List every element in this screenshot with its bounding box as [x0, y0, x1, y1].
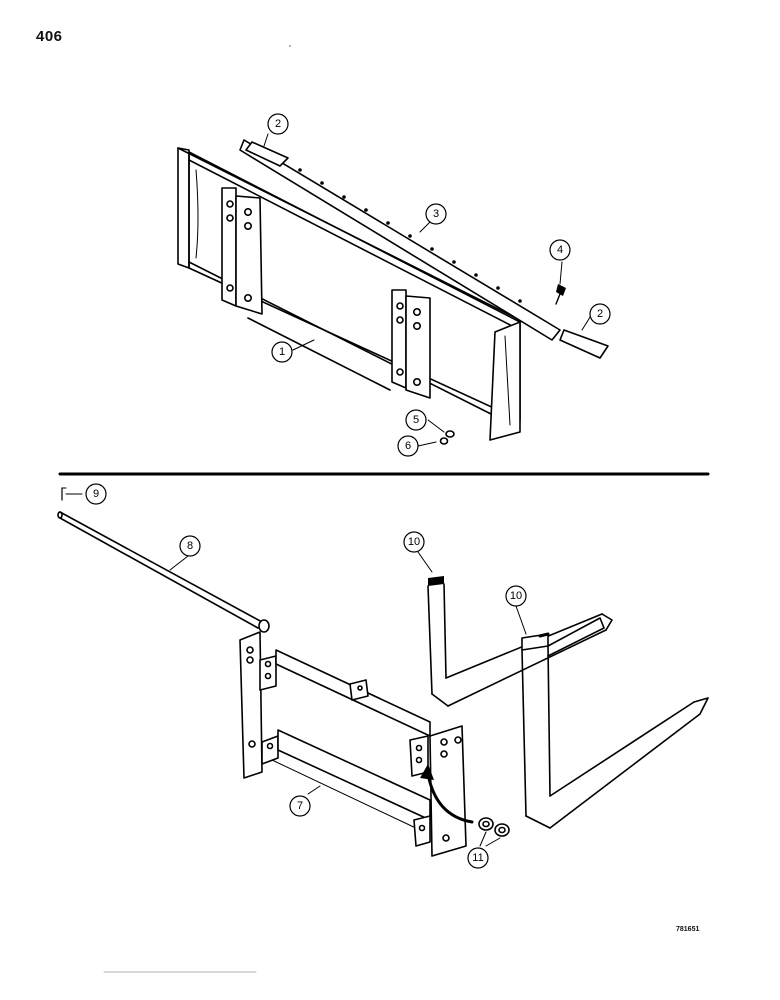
callout-3: 3 [425, 203, 447, 225]
callout-10-right: 10 [505, 585, 527, 607]
callout-2-left: 2 [267, 113, 289, 135]
svg-text:3: 3 [433, 208, 439, 220]
assembly-arrow [420, 764, 474, 824]
callout-2-right: 2 [589, 303, 611, 325]
fork-tine-left [427, 576, 613, 707]
page-number: 406 [36, 28, 63, 45]
cutting-edge-strip [239, 139, 561, 341]
callout-4: 4 [549, 239, 571, 261]
svg-text:7: 7 [297, 800, 303, 812]
svg-text:2: 2 [597, 308, 603, 320]
washers [478, 817, 510, 837]
svg-text:6: 6 [405, 440, 411, 452]
leader-lines-top [263, 133, 593, 447]
lock-pin [61, 487, 67, 501]
svg-text:9: 9 [93, 488, 99, 500]
callout-9: 9 [85, 483, 107, 505]
svg-text:10: 10 [408, 536, 420, 548]
callout-10-left: 10 [403, 531, 425, 553]
end-bit-right [559, 329, 609, 359]
callout-1: 1 [271, 341, 293, 363]
svg-text:1: 1 [279, 346, 285, 358]
callout-6: 6 [397, 435, 419, 457]
callout-7: 7 [289, 795, 311, 817]
callout-8: 8 [179, 535, 201, 557]
svg-text:2: 2 [275, 118, 281, 130]
fork-tine-right [521, 617, 709, 829]
bucket-blade-assembly [177, 147, 521, 441]
scan-marks [103, 45, 291, 973]
callout-5: 5 [405, 409, 427, 431]
nut-and-lockwasher [439, 430, 455, 445]
fork-shaft-rod [57, 511, 270, 633]
svg-text:8: 8 [187, 540, 193, 552]
leader-lines-bottom [65, 493, 527, 847]
svg-text:4: 4 [557, 244, 563, 256]
figure-code: 781651 [676, 926, 700, 933]
fork-carriage-frame [239, 631, 467, 857]
plow-bolt [555, 284, 566, 305]
svg-text:10: 10 [510, 590, 522, 602]
svg-text:5: 5 [413, 414, 419, 426]
callout-11: 11 [467, 847, 489, 869]
end-bit-left [245, 141, 289, 167]
svg-text:11: 11 [472, 852, 483, 864]
